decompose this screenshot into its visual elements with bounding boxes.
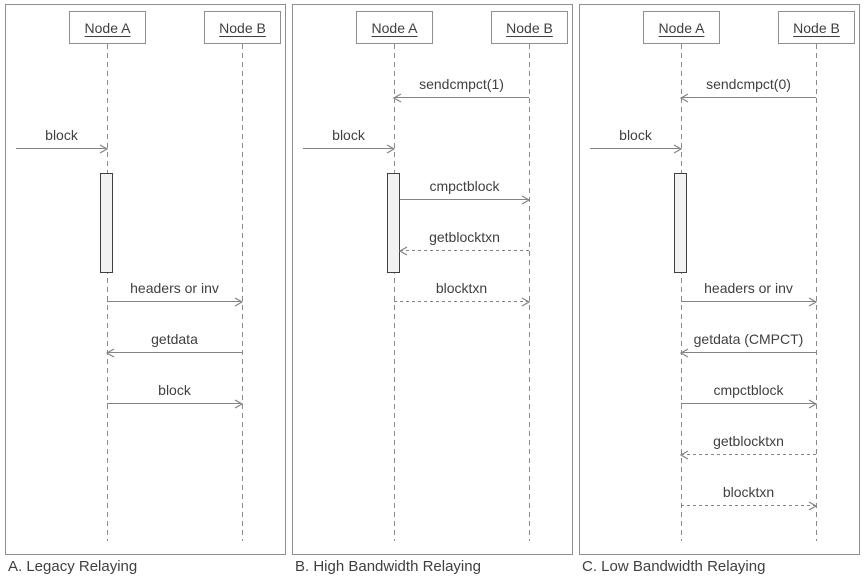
node-box-b: Node B [778,11,855,44]
panel-caption-a: A. Legacy Relaying [8,558,138,575]
lifeline-node-a [107,44,108,541]
message-getblocktxn-label: getblocktxn [713,433,784,449]
message-cmpctblock-line [681,403,816,404]
arrowhead-icon [673,144,682,154]
message-getdata-cmpct--label: getdata (CMPCT) [693,331,804,347]
message-getblocktxn-label: getblocktxn [429,229,500,245]
external-block-arrow-label: block [619,127,652,143]
message-sendcmpct-0--label: sendcmpct(0) [706,76,791,92]
node-label: Node B [793,19,840,36]
arrowhead-icon [393,93,402,103]
message-cmpctblock-label: cmpctblock [713,382,784,398]
message-getblocktxn-line [400,250,529,251]
arrowhead-icon [99,144,108,154]
external-block-arrow-label: block [332,127,365,143]
message-blocktxn-label: blocktxn [722,484,775,500]
message-sendcmpct-1--label: sendcmpct(1) [419,76,504,92]
message-getdata-cmpct--line [681,352,816,353]
node-box-a: Node A [643,11,720,44]
node-box-b: Node B [491,11,568,44]
message-cmpctblock-label: cmpctblock [429,178,500,194]
activation-bar [387,173,400,273]
arrowhead-icon [386,144,395,154]
external-block-arrow-line [303,148,394,149]
arrowhead-icon [808,501,817,511]
lifeline-node-b [242,44,243,541]
arrowhead-icon [234,297,243,307]
message-block-line [107,403,242,404]
node-label: Node B [506,19,553,36]
external-block-arrow-label: block [45,127,78,143]
arrowhead-icon [808,399,817,409]
arrowhead-icon [680,93,689,103]
panel-a: Node A Node B block headers or inv getdata bl… [5,4,286,555]
panel-b: Node A Node B block sendcmpct(1) cmpctblock g… [292,4,573,555]
message-headers-or-inv-line [107,301,242,302]
lifeline-node-b [529,44,530,541]
lifeline-node-b [816,44,817,541]
message-getdata-label: getdata [151,331,198,347]
message-cmpctblock-line [400,199,529,200]
arrowhead-icon [399,246,408,256]
message-getblocktxn-line [681,454,816,455]
panel-c: Node A Node B block sendcmpct(0) headers or … [579,4,860,555]
panel-caption-c: C. Low Bandwidth Relaying [582,558,766,575]
message-headers-or-inv-label: headers or inv [704,280,793,296]
message-headers-or-inv-line [681,301,816,302]
node-box-a: Node A [69,11,146,44]
node-box-b: Node B [204,11,281,44]
arrowhead-icon [521,297,530,307]
panel-caption-b: B. High Bandwidth Relaying [295,558,481,575]
lifeline-node-a [681,44,682,541]
message-headers-or-inv-label: headers or inv [130,280,219,296]
node-label: Node A [371,19,418,36]
lifeline-node-a [394,44,395,541]
node-label: Node A [658,19,705,36]
activation-bar [100,173,113,273]
message-blocktxn-label: blocktxn [435,280,488,296]
arrowhead-icon [808,297,817,307]
message-getdata-line [107,352,242,353]
message-sendcmpct-0--line [681,97,816,98]
arrowhead-icon [234,399,243,409]
activation-bar [674,173,687,273]
arrowhead-icon [680,348,689,358]
message-block-label: block [158,382,191,398]
node-label: Node A [84,19,131,36]
arrowhead-icon [106,348,115,358]
node-box-a: Node A [356,11,433,44]
message-blocktxn-line [681,505,816,506]
arrowhead-icon [521,195,530,205]
message-sendcmpct-1--line [394,97,529,98]
node-label: Node B [219,19,266,36]
message-blocktxn-line [394,301,529,302]
arrowhead-icon [680,450,689,460]
external-block-arrow-line [16,148,107,149]
external-block-arrow-line [590,148,681,149]
